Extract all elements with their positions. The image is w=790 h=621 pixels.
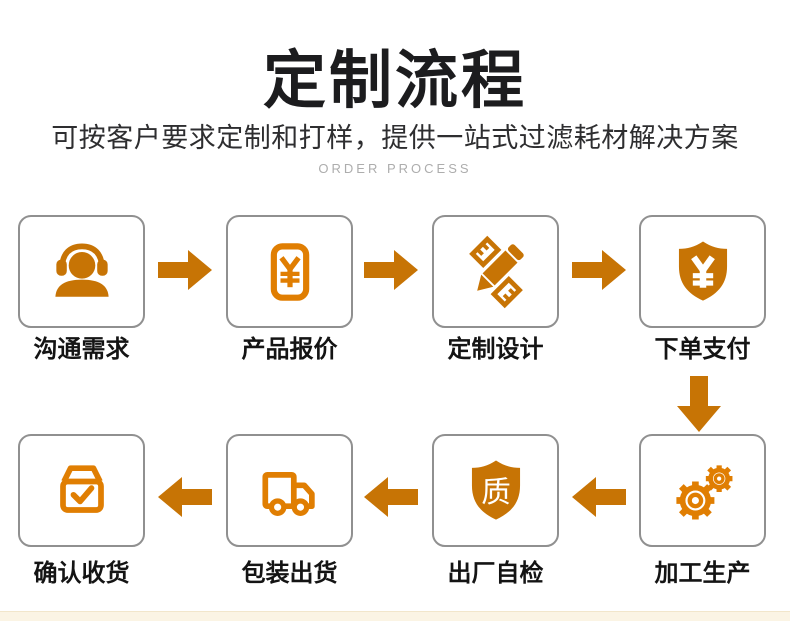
step-card-production xyxy=(639,434,766,547)
step-card-payment xyxy=(639,215,766,328)
step-card-shipping xyxy=(226,434,353,547)
package-check-icon xyxy=(59,464,104,513)
step-label: 定制设计 xyxy=(447,336,544,363)
order-process-tagline: ORDER PROCESS xyxy=(318,161,472,176)
page-subtitle: 可按客户要求定制和打样，提供一站式过滤耗材解决方案 xyxy=(51,123,739,153)
step-label: 沟通需求 xyxy=(33,336,130,363)
step-label: 包装出货 xyxy=(241,560,338,587)
step-card-design xyxy=(432,215,559,328)
arrow-down-icon xyxy=(677,376,721,432)
page-title: 定制流程 xyxy=(263,46,527,116)
headset-agent-icon xyxy=(54,242,109,297)
shield-yen-icon xyxy=(678,240,727,301)
gears-icon xyxy=(675,464,732,519)
step-label: 出厂自检 xyxy=(447,560,544,587)
step-label: 产品报价 xyxy=(241,336,338,363)
step-card-quality-inspection: 质 xyxy=(432,434,559,547)
shield-quality-icon: 质 xyxy=(471,459,520,520)
quality-character: 质 xyxy=(481,476,511,509)
step-card-communication xyxy=(18,215,145,328)
pencil-ruler-icon xyxy=(468,235,524,308)
arrow-left-icon xyxy=(572,477,626,517)
delivery-truck-icon xyxy=(261,471,315,516)
step-card-quotation xyxy=(226,215,353,328)
step-label: 下单支付 xyxy=(654,336,751,363)
yen-quote-icon xyxy=(270,242,309,301)
arrow-left-icon xyxy=(364,477,418,517)
arrow-right-icon xyxy=(364,250,418,290)
arrow-right-icon xyxy=(572,250,626,290)
bottom-accent-strip xyxy=(0,611,790,621)
arrow-left-icon xyxy=(158,477,212,517)
arrow-right-icon xyxy=(158,250,212,290)
step-label: 确认收货 xyxy=(33,560,130,587)
step-label: 加工生产 xyxy=(654,560,751,587)
step-card-receipt-confirmation xyxy=(18,434,145,547)
